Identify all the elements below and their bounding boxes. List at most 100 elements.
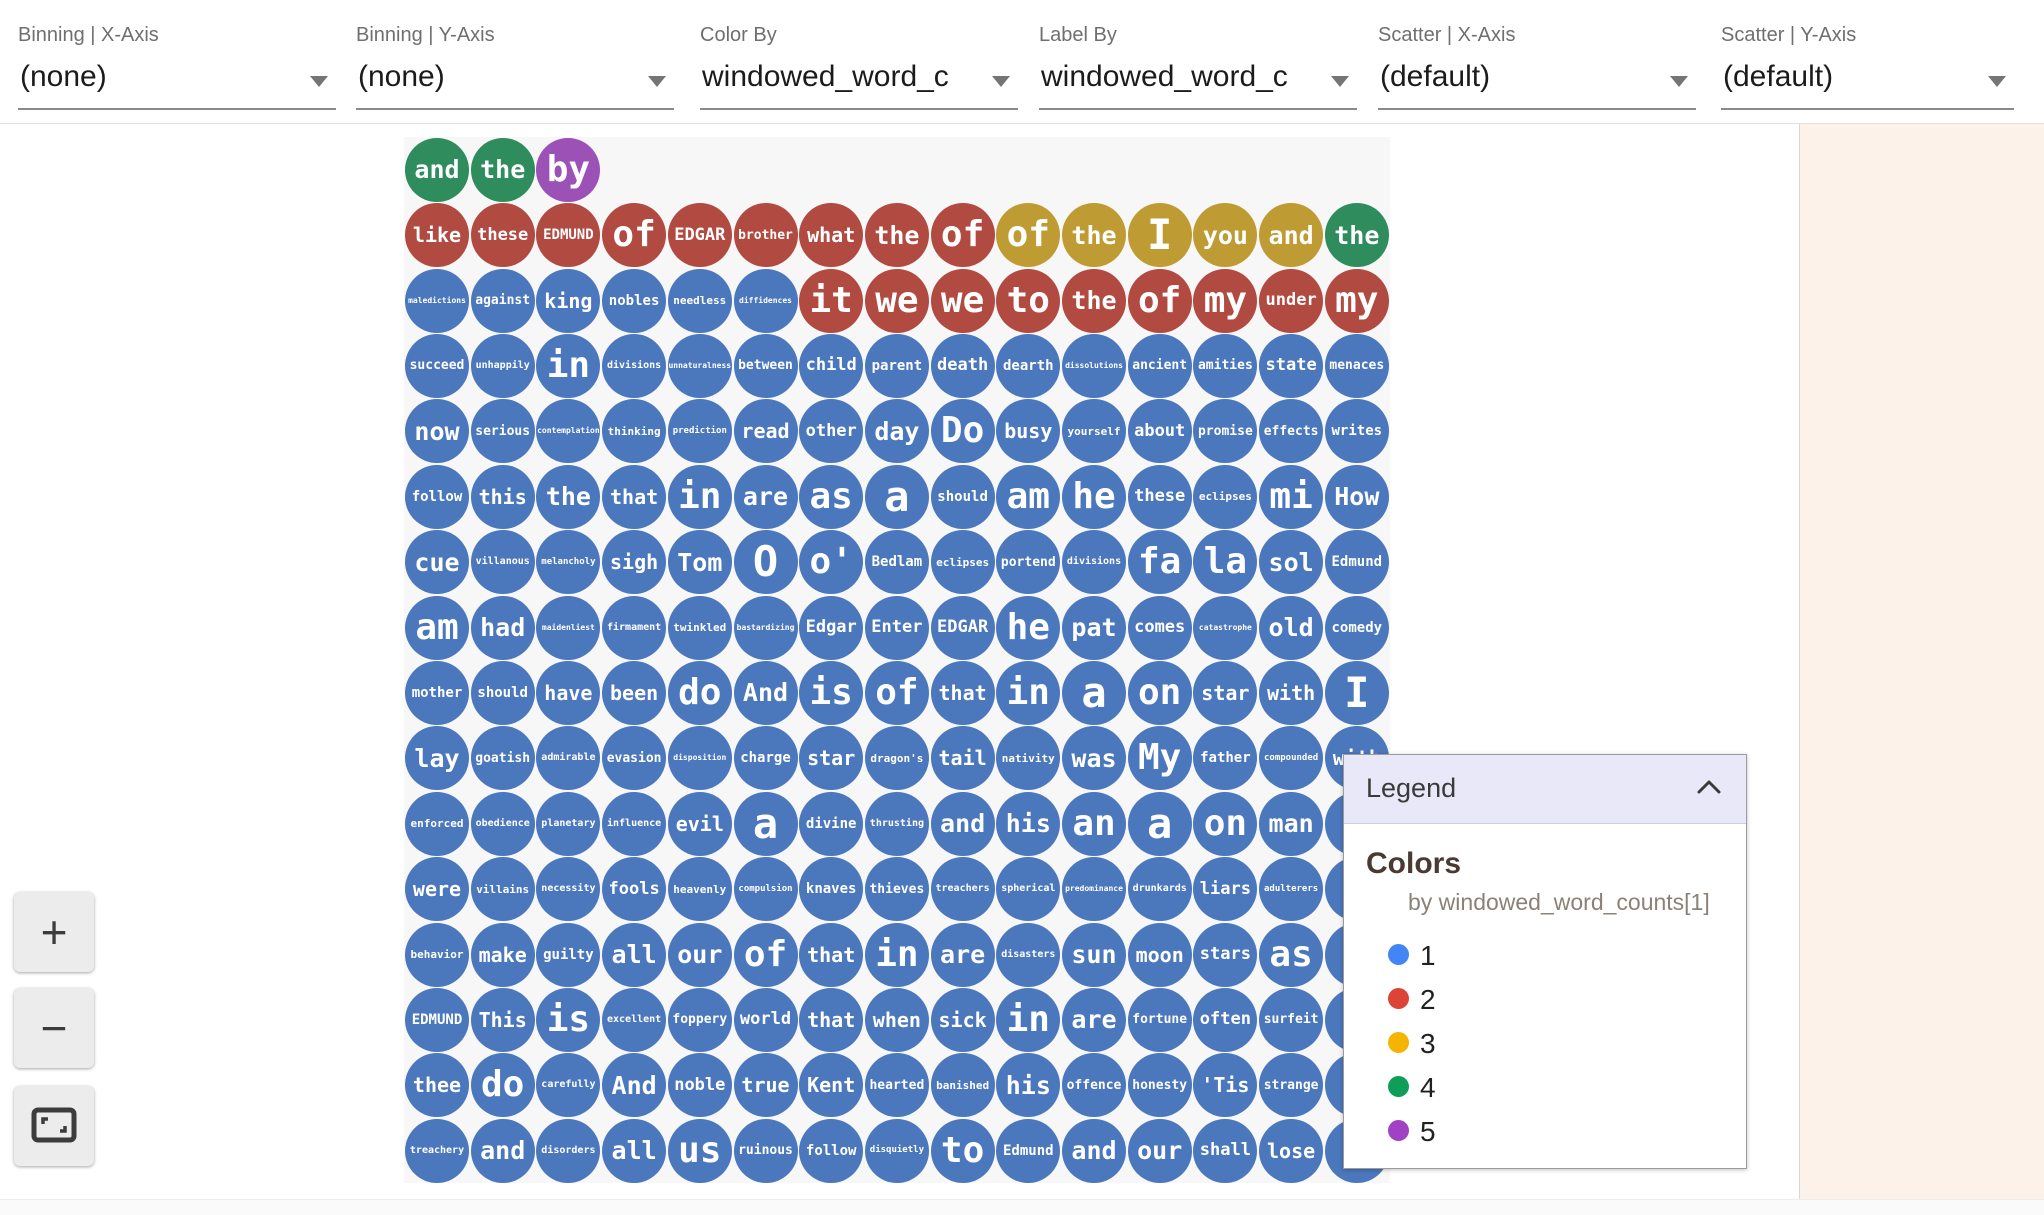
word-bubble[interactable]: planetary	[536, 791, 601, 856]
word-bubble[interactable]: his	[996, 791, 1061, 856]
word-bubble[interactable]: parent	[864, 333, 929, 398]
word-bubble[interactable]: what	[799, 203, 864, 268]
word-bubble[interactable]: pat	[1062, 595, 1126, 660]
word-bubble[interactable]: sol	[1259, 530, 1324, 595]
word-bubble[interactable]: writes	[1324, 399, 1389, 464]
word-bubble[interactable]: a	[1127, 791, 1192, 856]
word-bubble[interactable]: disquietly	[864, 1118, 929, 1183]
word-bubble[interactable]: on	[1127, 660, 1192, 725]
word-bubble[interactable]: fools	[602, 857, 667, 922]
word-bubble[interactable]: comedy	[1324, 595, 1389, 660]
word-bubble[interactable]: adulterers	[1259, 857, 1324, 922]
word-bubble[interactable]: follow	[405, 464, 469, 529]
word-bubble[interactable]: strange	[1259, 1053, 1324, 1118]
word-bubble[interactable]: and	[1062, 1118, 1126, 1183]
word-bubble[interactable]: in	[667, 464, 732, 529]
word-bubble[interactable]: amities	[1193, 333, 1258, 398]
word-bubble[interactable]: shall	[1193, 1118, 1258, 1183]
word-bubble[interactable]: Kent	[799, 1053, 864, 1118]
word-bubble[interactable]: are	[930, 922, 995, 987]
word-bubble[interactable]: father	[1193, 726, 1258, 791]
word-bubble[interactable]: in	[996, 987, 1061, 1052]
legend-item[interactable]: 4	[1344, 1065, 1746, 1109]
word-bubble[interactable]: like	[405, 203, 469, 268]
word-bubble[interactable]: that	[799, 922, 864, 987]
word-bubble[interactable]: catastrophe	[1193, 595, 1258, 660]
word-bubble[interactable]: evasion	[602, 726, 667, 791]
word-bubble[interactable]: I	[1127, 203, 1192, 268]
word-bubble[interactable]: goatish	[470, 726, 535, 791]
word-bubble[interactable]: of	[1127, 268, 1192, 333]
word-bubble[interactable]: follow	[799, 1118, 864, 1183]
zoom-fit-button[interactable]	[14, 1086, 94, 1166]
word-bubble[interactable]: my	[1324, 268, 1389, 333]
word-bubble[interactable]: a	[1062, 660, 1126, 725]
word-bubble[interactable]: nobles	[602, 268, 667, 333]
word-bubble[interactable]: old	[1259, 595, 1324, 660]
word-bubble[interactable]: honesty	[1127, 1053, 1192, 1118]
word-bubble[interactable]: to	[996, 268, 1061, 333]
word-bubble[interactable]: drunkards	[1127, 857, 1192, 922]
legend-item[interactable]: 2	[1344, 977, 1746, 1021]
word-bubble[interactable]: state	[1259, 333, 1324, 398]
word-bubble[interactable]: eclipses	[930, 530, 995, 595]
word-bubble[interactable]: villains	[470, 857, 535, 922]
dropdown-color-by-select[interactable]: windowed_word_c	[700, 54, 1018, 110]
word-bubble[interactable]: heavenly	[667, 857, 732, 922]
word-bubble[interactable]: divisions	[602, 333, 667, 398]
word-bubble[interactable]: he	[1062, 464, 1126, 529]
word-bubble[interactable]: eclipses	[1193, 464, 1258, 529]
word-bubble[interactable]: evil	[667, 791, 732, 856]
word-bubble[interactable]: noble	[667, 1053, 732, 1118]
word-bubble[interactable]: am	[405, 595, 469, 660]
word-bubble[interactable]: And	[602, 1053, 667, 1118]
word-bubble[interactable]: all	[602, 1118, 667, 1183]
word-bubble[interactable]: you	[1193, 203, 1258, 268]
word-bubble[interactable]: diffidences	[733, 268, 798, 333]
word-bubble[interactable]: spherical	[996, 857, 1061, 922]
word-bubble[interactable]: carefully	[536, 1053, 601, 1118]
word-bubble[interactable]: that	[799, 987, 864, 1052]
word-bubble[interactable]: behavior	[405, 922, 469, 987]
word-bubble[interactable]: and	[470, 1118, 535, 1183]
word-bubble[interactable]: death	[930, 333, 995, 398]
word-bubble[interactable]: banished	[930, 1053, 995, 1118]
legend-item[interactable]: 3	[1344, 1021, 1746, 1065]
word-bubble[interactable]: This	[470, 987, 535, 1052]
word-bubble[interactable]: Tom	[667, 530, 732, 595]
word-bubble[interactable]: when	[864, 987, 929, 1052]
word-bubble[interactable]: should	[930, 464, 995, 529]
word-bubble[interactable]: obedience	[470, 791, 535, 856]
word-bubble[interactable]: excellent	[602, 987, 667, 1052]
word-bubble[interactable]: EDMUND	[536, 203, 601, 268]
word-bubble[interactable]: of	[864, 660, 929, 725]
legend-item[interactable]: 5	[1344, 1109, 1746, 1153]
word-bubble[interactable]: EDGAR	[667, 203, 732, 268]
word-bubble[interactable]: Edmund	[1324, 530, 1389, 595]
word-bubble[interactable]: man	[1259, 791, 1324, 856]
word-bubble[interactable]: menaces	[1324, 333, 1389, 398]
dropdown-scatter-y-select[interactable]: (default)	[1721, 54, 2014, 110]
word-bubble[interactable]: the	[1062, 203, 1126, 268]
word-bubble[interactable]: And	[733, 660, 798, 725]
word-bubble[interactable]: should	[470, 660, 535, 725]
word-bubble[interactable]: hearted	[864, 1053, 929, 1118]
word-bubble[interactable]: been	[602, 660, 667, 725]
word-bubble[interactable]: dearth	[996, 333, 1061, 398]
word-bubble[interactable]: dragon's	[864, 726, 929, 791]
word-bubble[interactable]: these	[470, 203, 535, 268]
word-bubble[interactable]: are	[1062, 987, 1126, 1052]
word-bubble[interactable]: O	[733, 530, 798, 595]
word-bubble[interactable]: knaves	[799, 857, 864, 922]
word-bubble[interactable]: necessity	[536, 857, 601, 922]
word-bubble[interactable]: treachers	[930, 857, 995, 922]
word-bubble[interactable]: EDMUND	[405, 987, 469, 1052]
word-bubble[interactable]: that	[602, 464, 667, 529]
word-bubble[interactable]: offence	[1062, 1053, 1126, 1118]
word-bubble[interactable]: child	[799, 333, 864, 398]
word-bubble[interactable]: sick	[930, 987, 995, 1052]
word-bubble[interactable]: I	[1324, 660, 1389, 725]
word-bubble[interactable]: an	[1062, 791, 1126, 856]
word-bubble[interactable]: thrusting	[864, 791, 929, 856]
word-bubble[interactable]: Bedlam	[864, 530, 929, 595]
